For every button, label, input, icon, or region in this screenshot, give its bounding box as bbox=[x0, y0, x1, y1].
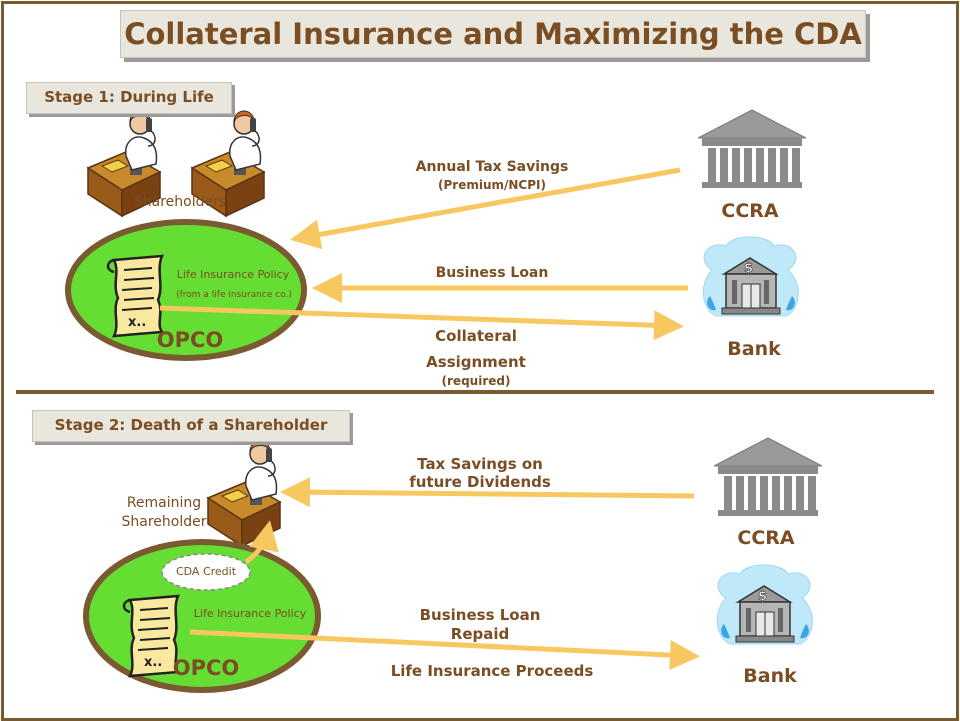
opco-label-stage1: OPCO bbox=[156, 328, 224, 352]
business-loan-repaid-label: Business Loan bbox=[419, 606, 541, 624]
page-title: Collateral Insurance and Maximizing the … bbox=[124, 17, 862, 51]
arrow-tax-savings-stage2 bbox=[280, 477, 695, 508]
ccra-building-icon-stage2 bbox=[713, 437, 823, 517]
assignment-label: Assignment bbox=[426, 353, 526, 371]
required-label: (required) bbox=[441, 374, 511, 388]
shareholder-label: Shareholder bbox=[121, 514, 207, 530]
stage1-heading-box: Stage 1: During Life bbox=[26, 82, 232, 114]
cda-credit-label: CDA Credit bbox=[175, 565, 237, 578]
business-loan-label: Business Loan bbox=[435, 265, 549, 281]
policy-sub-label: (from a life insurance co.) bbox=[176, 290, 292, 300]
tax-savings-on-label: Tax Savings on bbox=[417, 455, 543, 473]
bank-building-icon bbox=[702, 236, 800, 317]
policy-label: Life Insurance Policy bbox=[176, 268, 290, 281]
bank-building-icon-stage2 bbox=[716, 564, 814, 645]
cda-credit-oval bbox=[161, 553, 251, 591]
future-dividends-label: future Dividends bbox=[409, 473, 551, 491]
premium-ncpi-label: (Premium/NCPI) bbox=[438, 178, 546, 192]
title-banner: Collateral Insurance and Maximizing the … bbox=[120, 10, 866, 58]
collateral-label: Collateral bbox=[435, 327, 517, 345]
stage1-heading: Stage 1: During Life bbox=[44, 88, 214, 106]
life-insurance-proceeds-label: Life Insurance Proceeds bbox=[390, 662, 594, 680]
shareholders-label: Shareholders bbox=[133, 194, 227, 210]
bank-label-stage2: Bank bbox=[743, 665, 797, 687]
stage2-heading: Stage 2: Death of a Shareholder bbox=[54, 416, 328, 434]
policy-label-stage2: Life Insurance Policy bbox=[193, 607, 307, 620]
arrow-tax-savings-stage1 bbox=[290, 167, 681, 250]
arrow-cda-to-shareholder bbox=[244, 520, 279, 565]
arrow-life-insurance-proceeds bbox=[189, 629, 700, 671]
remaining-label: Remaining bbox=[126, 495, 202, 511]
bank-label-stage1: Bank bbox=[727, 338, 781, 360]
annual-tax-savings-label: Annual Tax Savings bbox=[415, 159, 569, 175]
ccra-label-stage1: CCRA bbox=[721, 200, 779, 222]
repaid-label: Repaid bbox=[450, 625, 510, 643]
ccra-label-stage2: CCRA bbox=[737, 527, 795, 549]
policy-scroll-icon bbox=[106, 254, 164, 338]
opco-label-stage2: OPCO bbox=[172, 656, 240, 680]
arrow-collateral-assignment bbox=[159, 305, 684, 341]
stage2-heading-box: Stage 2: Death of a Shareholder bbox=[32, 410, 350, 442]
ccra-building-icon bbox=[697, 109, 807, 189]
